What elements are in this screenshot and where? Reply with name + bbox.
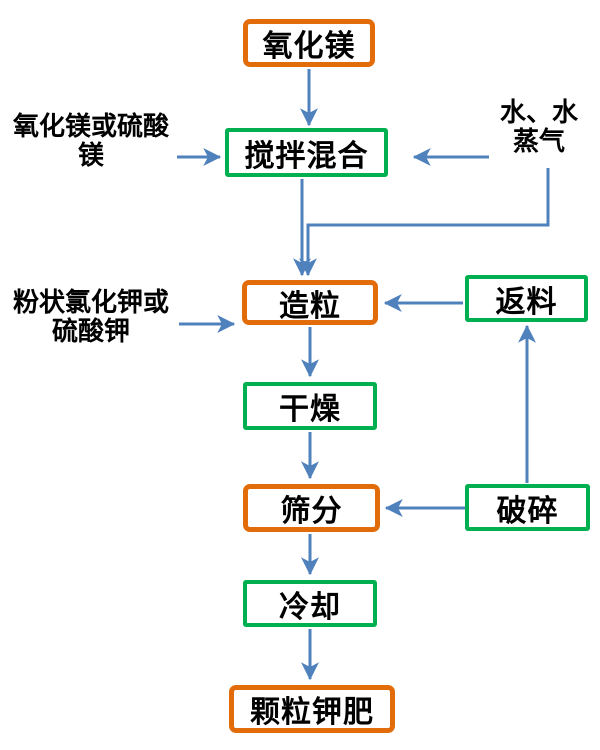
node-magnesium-oxide: 氧化镁: [243, 19, 375, 67]
node-label: 破碎: [496, 493, 559, 529]
node-granular-k-fertilizer: 颗粒钾肥: [229, 685, 395, 733]
node-cooling: 冷却: [243, 580, 377, 627]
arrow-water-to-granulate: [299, 168, 550, 277]
input-label-line: 水、水: [499, 98, 578, 128]
node-label: 筛分: [280, 494, 343, 529]
node-label: 颗粒钾肥: [250, 695, 374, 730]
node-drying: 干燥: [243, 382, 377, 430]
node-label: 搅拌混合: [244, 138, 369, 174]
input-label-water-steam: 水、水 蒸气: [487, 99, 591, 157]
node-stir-mix: 搅拌混合: [225, 128, 388, 177]
input-label-line: 硫酸钾: [51, 317, 130, 347]
input-label-line: 氧化镁或硫酸: [12, 112, 169, 142]
node-label: 造粒: [279, 288, 341, 324]
input-label-line: 镁: [77, 141, 104, 171]
node-return-material: 返料: [465, 275, 588, 322]
node-label: 干燥: [279, 392, 341, 427]
node-sieving: 筛分: [243, 484, 380, 532]
input-label-line: 蒸气: [512, 127, 565, 157]
input-label-mg-or-mgso4: 氧化镁或硫酸 镁: [6, 113, 176, 171]
input-label-kcl-or-k2so4: 粉状氯化钾或 硫酸钾: [5, 289, 177, 347]
node-label: 返料: [495, 284, 558, 320]
node-label: 氧化镁: [262, 29, 356, 64]
node-granulation: 造粒: [242, 280, 378, 325]
node-crushing: 破碎: [465, 484, 590, 531]
input-label-line: 粉状氯化钾或: [12, 288, 169, 318]
node-label: 冷却: [279, 589, 341, 625]
